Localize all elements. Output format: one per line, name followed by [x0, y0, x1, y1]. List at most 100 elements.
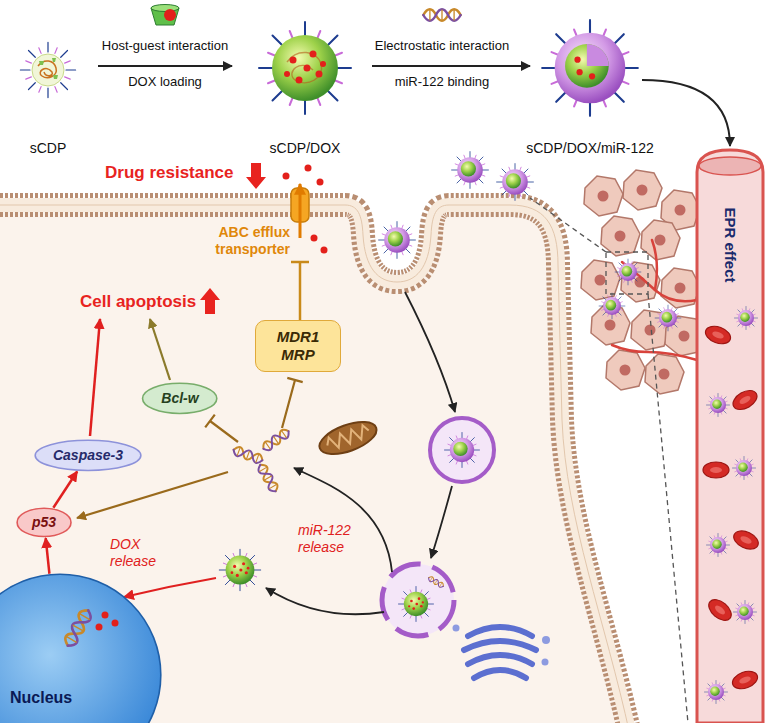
vessel-opening: [699, 157, 761, 175]
illustration: [705, 596, 735, 625]
nanoparticle-icon: [705, 681, 728, 704]
mirna-duplex: [232, 445, 264, 464]
dox-dots: [305, 165, 312, 172]
lysosome-escape: [382, 564, 454, 636]
endosome: [445, 433, 480, 468]
protein-ellipse: Bcl-w: [141, 382, 218, 415]
step-arrow: [98, 65, 232, 67]
dna-helix: [62, 607, 93, 649]
scdp-dox-particle: [259, 22, 351, 114]
endosome: [430, 418, 494, 482]
nanoparticle-icon: [707, 534, 730, 557]
step-label: Host-guest interaction: [102, 38, 228, 54]
release-label: miR-122 release: [298, 522, 370, 556]
scdp-dox-mir-particle: [589, 73, 595, 79]
golgi-apparatus: [464, 641, 536, 650]
scdp-particle: [20, 42, 75, 97]
tumor-tissue: [641, 220, 680, 260]
transport-arrow: [431, 486, 452, 558]
protein-ellipse-text: p53: [32, 514, 56, 531]
golgi-vesicle: [542, 659, 549, 666]
nanoparticle-icon: [734, 601, 757, 624]
release-arrow: [124, 578, 216, 597]
golgi-vesicle: [542, 636, 550, 644]
tumor-tissue: [581, 170, 704, 394]
protein-ellipse: p53: [16, 507, 72, 538]
outcome-label: Cell apoptosis: [80, 292, 196, 312]
mirna-duplex: [261, 427, 291, 452]
increase-arrow: [200, 288, 220, 314]
step-arrow: [372, 65, 530, 67]
lysosome-escape: [399, 587, 434, 622]
nanoparticle-icon: [379, 222, 416, 259]
particle-name: sCDP/DOX/miR-122: [526, 140, 654, 157]
nanoparticle-icon: [497, 164, 534, 201]
outcome-label: Drug resistance: [105, 163, 234, 183]
dox-dots: [321, 247, 328, 254]
tumor-tissue: [606, 350, 645, 390]
scdp-particle: [20, 42, 75, 97]
nucleus-circle-text: Nucleus: [10, 688, 72, 707]
ellipse-outline: [143, 383, 217, 413]
inhibition-line: [282, 378, 303, 428]
transport-arrow: [405, 292, 455, 412]
capillary: [652, 240, 657, 290]
nanoparticle-icon: [615, 259, 641, 285]
tumor-tissue: [584, 176, 623, 216]
lysosome-escape: [382, 564, 454, 636]
scdp-dox-particle: [272, 35, 338, 101]
scdp-dox-particle: [259, 22, 351, 114]
illustration: [703, 462, 729, 478]
capillary: [612, 240, 697, 360]
activation-arrow: [90, 319, 100, 436]
transporter-label: ABC efflux transporter: [198, 224, 290, 258]
tumor-tissue: [601, 216, 640, 256]
inhibition-line: [291, 262, 309, 320]
protein-ellipse: Caspase-3: [33, 439, 143, 472]
particle-name: sCDP: [30, 140, 67, 157]
circle-outline: [0, 574, 161, 723]
decrease-arrow: [246, 163, 266, 189]
particle-name: sCDP/DOX: [270, 140, 341, 157]
nanoparticle-icon: [733, 457, 756, 480]
mitochondrion: [315, 416, 380, 461]
release-arrow: [266, 588, 384, 614]
host-guest-icon: [164, 9, 176, 21]
tumor-tissue: [645, 354, 684, 394]
scdp-particle: [39, 58, 58, 79]
golgi-apparatus: [464, 627, 536, 678]
gene-box: MDR1 MRP: [255, 320, 341, 372]
released-particle: [219, 549, 260, 590]
dox-dots: [311, 235, 318, 242]
release-arrow: [294, 468, 392, 572]
nanoparticle-icon: [707, 394, 730, 417]
nanoparticle-icon: [599, 293, 625, 319]
scdp-dox-mir-particle: [542, 20, 638, 116]
golgi-vesicle: [453, 625, 460, 632]
nucleus-circle: Nucleus: [0, 570, 165, 723]
step-label: DOX loading: [128, 74, 202, 90]
nanoparticle-icon: [735, 307, 758, 330]
ellipse-outline: [17, 508, 71, 536]
nanoparticle-icon: [452, 152, 489, 189]
efflux-arrow: [299, 184, 302, 238]
host-guest-icon: [151, 5, 179, 26]
illustration: [730, 387, 761, 414]
inhibition-line: [205, 415, 238, 442]
lysosome-escape: [427, 575, 444, 588]
vessel-label: EPR effect: [721, 207, 739, 282]
scdp-particle: [32, 54, 64, 86]
step-label: Electrostatic interaction: [375, 38, 509, 54]
protein-ellipse-text: Bcl-w: [161, 390, 198, 407]
illustration: [731, 527, 761, 552]
pathway-arrow: [53, 471, 77, 507]
scdp-dox-particle: [284, 51, 326, 84]
delivery-arrow: [642, 80, 730, 146]
nanoparticle-icon: [655, 305, 681, 331]
protein-ellipse-text: Caspase-3: [53, 447, 123, 464]
scdp-dox-mir-particle: [576, 69, 582, 75]
scdp-dox-mir-particle: [574, 57, 580, 63]
gene-box-text: MDR1 MRP: [272, 328, 324, 364]
illustration: [703, 323, 733, 347]
